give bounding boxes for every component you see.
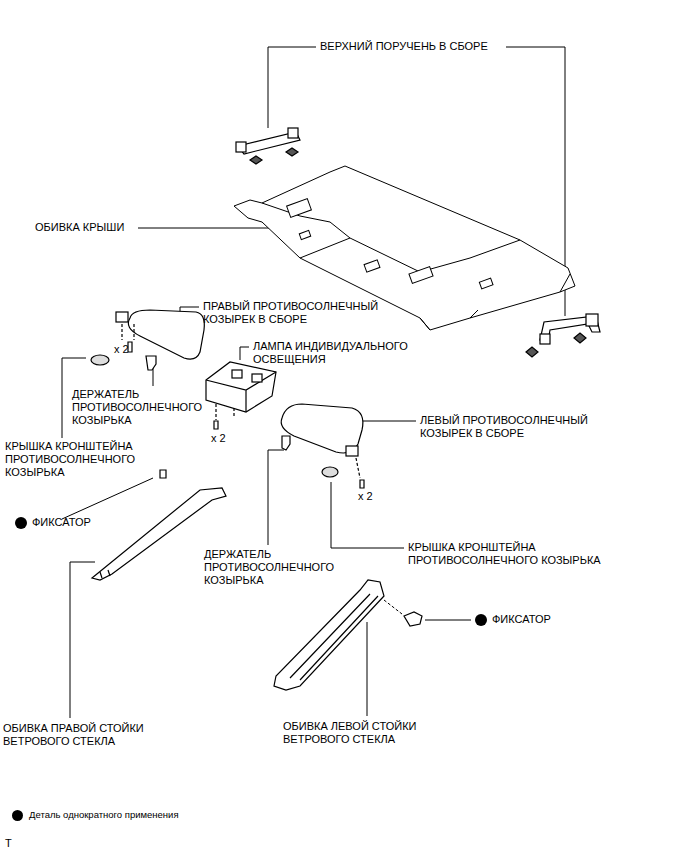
part-name: ОБИВКА ЛЕВОЙ СТОЙКИ ВЕТРОВОГО СТЕКЛА	[283, 720, 458, 746]
part-name: ФИКСАТОР	[492, 613, 551, 626]
part-name: ПРАВЫЙ ПРОТИВОСОЛНЕЧНЫЙ КОЗЫРЕК В СБОРЕ	[203, 300, 398, 326]
part-name: ОБИВКА ПРАВОЙ СТОЙКИ ВЕТРОВОГО СТЕКЛА	[3, 722, 178, 748]
quantity-note: x 2	[358, 490, 373, 503]
legend-marker	[12, 810, 23, 821]
quantity-note: x 2	[211, 432, 226, 445]
part-name: ФИКСАТОР	[32, 516, 91, 529]
part-name: ДЕРЖАТЕЛЬ ПРОТИВОСОЛНЕЧНОГО КОЗЫРЬКА	[72, 388, 212, 427]
part-name: ЛАМПА ИНДИВИДУАЛЬНОГО ОСВЕЩЕНИЯ	[253, 340, 438, 366]
part-name: КРЫШКА КРОНШТЕЙНА ПРОТИВОСОЛНЕЧНОГО КОЗЫ…	[408, 541, 623, 567]
legend-entry: Деталь однократного применения	[12, 809, 179, 821]
legend-text: Деталь однократного применения	[29, 809, 179, 821]
quantity-note: x 2	[114, 343, 129, 356]
part-name: ЛЕВЫЙ ПРОТИВОСОЛНЕЧНЫЙ КОЗЫРЕК В СБОРЕ	[420, 414, 615, 440]
part-name: КРЫШКА КРОНШТЕЙНА ПРОТИВОСОЛНЕЧНОГО КОЗЫ…	[5, 440, 150, 479]
figure-code: T	[5, 837, 12, 850]
part-name: ОБИВКА КРЫШИ	[35, 221, 124, 234]
part-name: ВЕРХНИЙ ПОРУЧЕНЬ В СБОРЕ	[320, 40, 488, 53]
part-name: ДЕРЖАТЕЛЬ ПРОТИВОСОЛНЕЧНОГО КОЗЫРЬКА	[204, 548, 344, 587]
